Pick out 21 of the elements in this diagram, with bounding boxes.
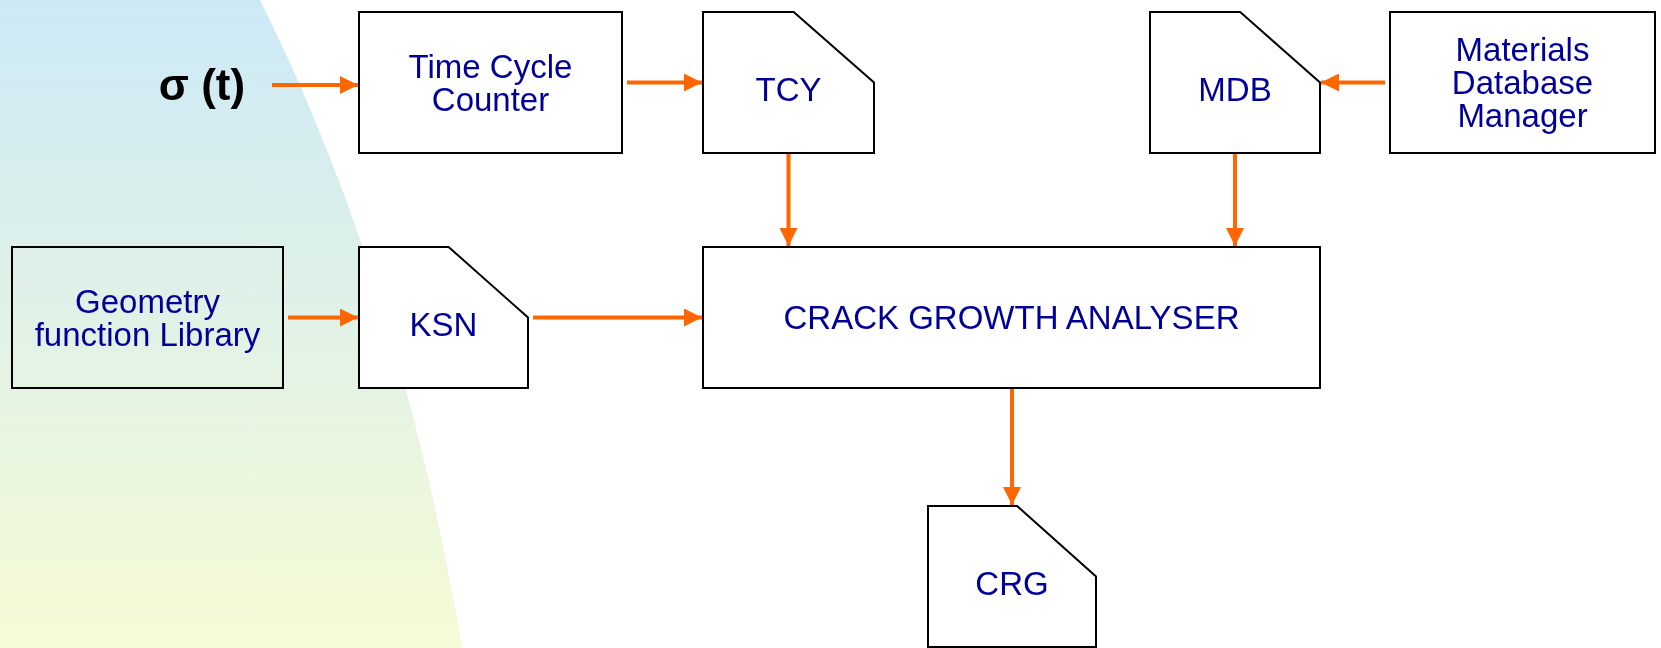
arrow: [779, 154, 798, 246]
node-label: Geometry function Library: [33, 284, 262, 351]
node-label: Materials Database Manager: [1450, 33, 1595, 132]
node-label: TCY: [755, 73, 822, 106]
node-label: MDB: [1198, 73, 1272, 106]
process-box: [702, 246, 1321, 389]
arrow: [533, 308, 702, 327]
node-label: Time Cycle Counter: [407, 49, 574, 116]
process-box: [1389, 11, 1656, 154]
arrow: [1321, 73, 1385, 92]
arrow: [1003, 389, 1021, 505]
node-label: KSN: [409, 308, 478, 341]
node-label: CRACK GROWTH ANALYSER: [783, 301, 1240, 334]
process-box: [358, 11, 623, 154]
arrow: [627, 73, 702, 92]
signal-label: σ (t): [158, 63, 246, 107]
node-label: CRG: [975, 567, 1049, 600]
arrow: [288, 308, 358, 327]
arrow: [1226, 154, 1244, 246]
process-box: [11, 246, 284, 389]
arrow: [272, 76, 358, 94]
